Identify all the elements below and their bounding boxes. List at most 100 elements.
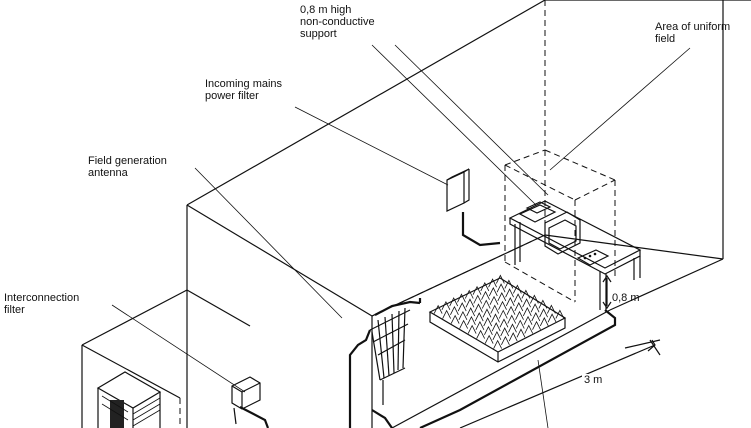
uniform-field-area bbox=[504, 149, 616, 303]
absorber-cone bbox=[496, 274, 505, 284]
eut-equipment bbox=[518, 201, 610, 266]
absorber-cone bbox=[547, 304, 556, 314]
absorber-cone bbox=[507, 314, 517, 324]
label-uniform-field: Area of uniform field bbox=[655, 21, 730, 45]
absorber-cone bbox=[505, 297, 515, 307]
label-interconnection-line1: Interconnection bbox=[4, 292, 80, 304]
absorber-cone bbox=[491, 313, 500, 323]
absorber-cone bbox=[530, 294, 539, 304]
absorber-cone bbox=[475, 320, 485, 331]
label-support-line2: non-conductive bbox=[300, 16, 375, 28]
absorber-cone bbox=[450, 305, 459, 316]
absorber-cone bbox=[433, 304, 443, 314]
absorber-cone bbox=[501, 335, 510, 346]
absorber-cone bbox=[538, 299, 548, 309]
absorber-cone bbox=[474, 303, 483, 313]
absorber-cone bbox=[484, 334, 494, 344]
absorber-cone bbox=[473, 294, 483, 304]
absorber-cone bbox=[467, 315, 476, 326]
absorber-cone bbox=[508, 332, 518, 342]
equipment-rack bbox=[96, 371, 162, 428]
absorber-cone bbox=[449, 297, 459, 307]
absorber-cone bbox=[555, 309, 565, 319]
absorber-cone bbox=[472, 285, 482, 295]
absorber-cone bbox=[508, 323, 517, 333]
absorber-cone bbox=[515, 319, 525, 329]
height-dimension bbox=[602, 274, 612, 310]
absorber-cone bbox=[480, 282, 490, 292]
absorber-cone bbox=[522, 298, 531, 308]
field-generation-antenna bbox=[369, 307, 411, 405]
absorber-cone bbox=[483, 317, 493, 327]
absorber-cone bbox=[450, 314, 460, 324]
absorber-cone bbox=[523, 315, 533, 325]
absorber-cone bbox=[500, 327, 510, 337]
distance-dimension bbox=[459, 339, 661, 428]
anechoic-room-outline bbox=[186, 0, 751, 428]
label-mains-filter-line1: Incoming mains bbox=[205, 78, 283, 90]
absorber-cone bbox=[547, 313, 557, 323]
absorber-cone bbox=[441, 300, 451, 311]
absorber-cone bbox=[481, 299, 491, 309]
ferrite-absorber-block bbox=[428, 274, 567, 363]
absorber-cone bbox=[539, 308, 548, 318]
cabling bbox=[239, 298, 617, 428]
absorber-cone bbox=[489, 295, 499, 305]
absorber-cone bbox=[522, 307, 532, 317]
label-antenna-line1: Field generation bbox=[88, 155, 167, 167]
label-support: 0,8 m high non-conductive support bbox=[300, 4, 375, 40]
label-antenna: Field generation antenna bbox=[88, 155, 167, 179]
absorber-cone bbox=[467, 324, 477, 334]
absorber-cone bbox=[515, 310, 524, 320]
label-mains-filter: Incoming mains power filter bbox=[205, 78, 282, 102]
absorber-cone bbox=[474, 312, 484, 322]
absorber-cone bbox=[488, 287, 498, 297]
absorber-cone bbox=[505, 288, 514, 298]
absorber-cone bbox=[484, 325, 493, 336]
absorber-cone bbox=[516, 328, 526, 338]
absorber-cone bbox=[466, 307, 476, 317]
absorber-cone bbox=[524, 324, 534, 334]
absorber-cone bbox=[521, 289, 531, 299]
absorber-cone bbox=[482, 308, 492, 318]
absorber-cone bbox=[514, 302, 524, 312]
absorber-cone bbox=[504, 279, 514, 289]
absorber-cone bbox=[491, 322, 501, 332]
absorber-cone bbox=[442, 309, 451, 319]
absorber-cone bbox=[465, 298, 475, 308]
label-support-line1: 0,8 m high bbox=[300, 4, 352, 16]
label-uniform-field-line2: field bbox=[655, 33, 676, 45]
absorber-cone bbox=[497, 292, 507, 302]
absorber-cone bbox=[513, 284, 522, 294]
label-height-dimension: 0,8 m bbox=[612, 292, 640, 304]
absorber-cone bbox=[498, 300, 507, 310]
absorber-cone bbox=[492, 330, 502, 341]
absorber-cone bbox=[532, 320, 541, 330]
absorber-cone bbox=[531, 312, 541, 322]
label-mains-filter-line2: power filter bbox=[205, 90, 259, 102]
absorber-cone bbox=[498, 309, 508, 319]
label-support-line3: support bbox=[300, 28, 337, 40]
label-antenna-line2: antenna bbox=[88, 167, 128, 179]
absorber-cone bbox=[457, 293, 466, 303]
absorber-cone bbox=[539, 317, 549, 327]
absorber-cone bbox=[464, 289, 474, 299]
leader-lines bbox=[111, 44, 691, 428]
label-distance-dimension: 3 m bbox=[582, 374, 605, 386]
control-room-outline bbox=[81, 289, 251, 428]
absorber-cone bbox=[481, 290, 490, 300]
interconnection-filter-box bbox=[231, 376, 261, 425]
absorber-cone bbox=[457, 302, 467, 312]
absorber-cone bbox=[506, 305, 516, 315]
absorber-cone bbox=[530, 303, 540, 313]
absorber-cone bbox=[458, 310, 468, 321]
absorber-cone bbox=[513, 293, 523, 303]
absorber-cone bbox=[499, 318, 509, 328]
mains-filter-box bbox=[446, 168, 501, 247]
absorber-cone bbox=[476, 329, 485, 339]
absorber-cone bbox=[488, 278, 497, 288]
label-uniform-field-line1: Area of uniform bbox=[655, 21, 731, 33]
absorber-cone bbox=[459, 319, 468, 329]
